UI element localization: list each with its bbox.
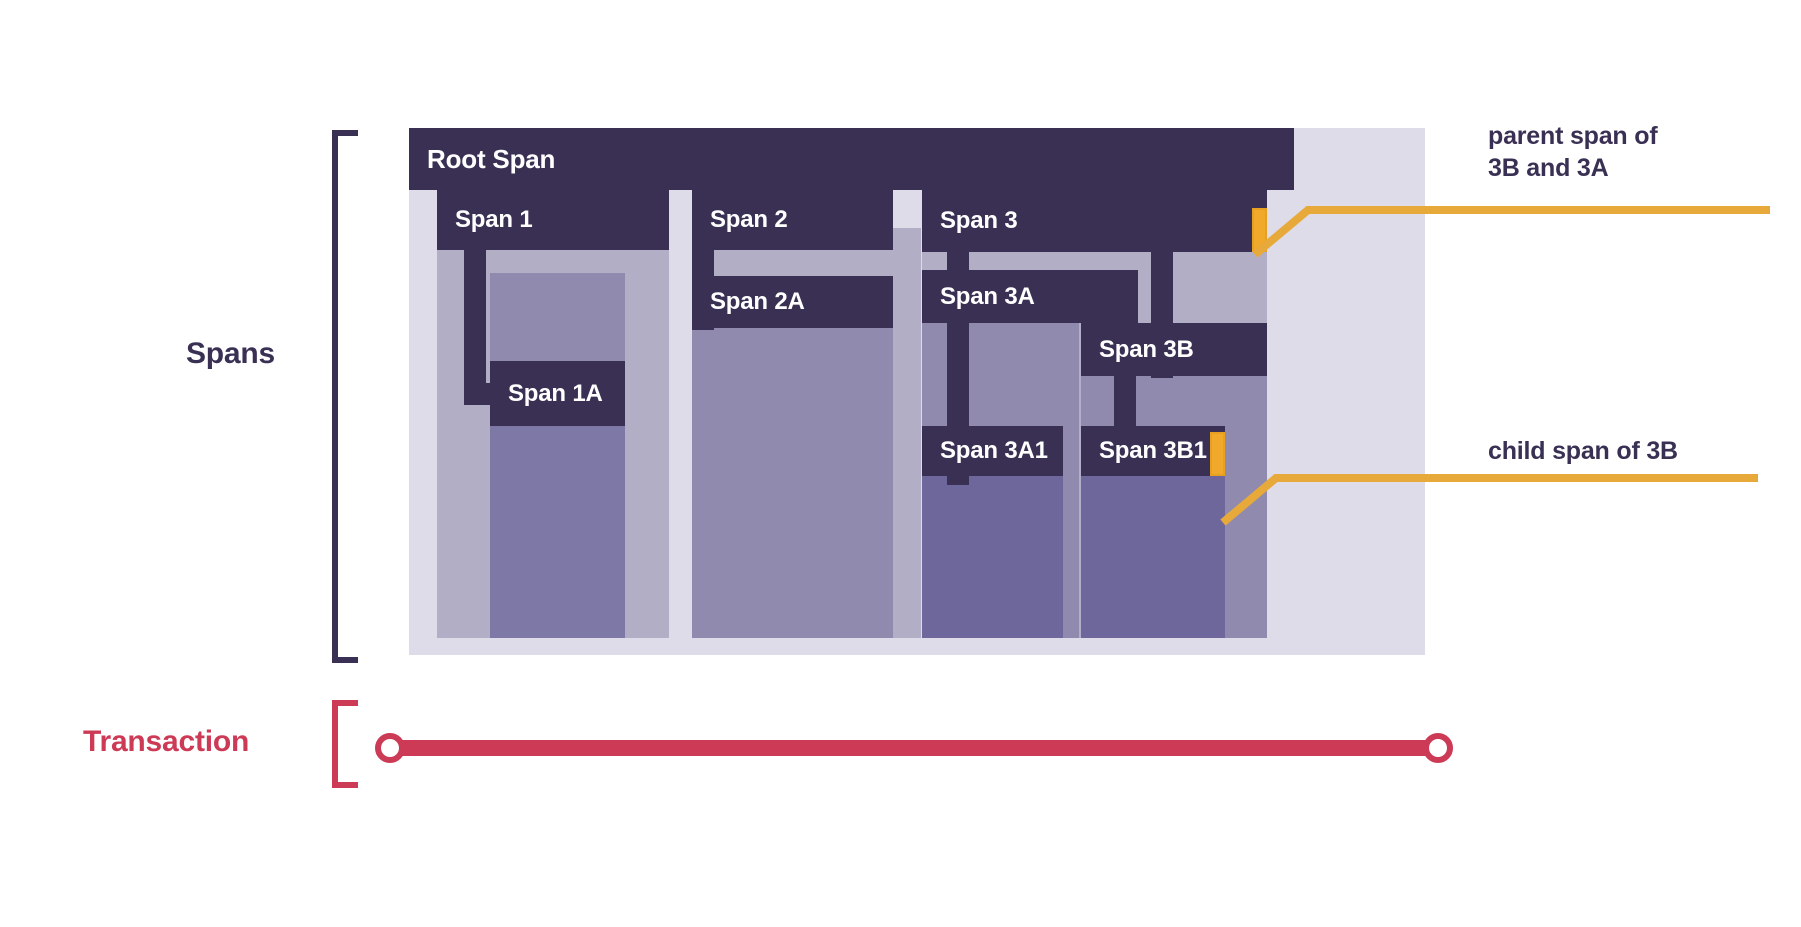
span-label-root: Root Span: [427, 144, 556, 174]
span-bar-span2a[interactable]: Span 2A: [692, 276, 893, 328]
transaction-bar: [390, 740, 1440, 756]
transaction-group-label: Transaction: [83, 725, 250, 758]
span-bar-span1a[interactable]: Span 1A: [490, 361, 625, 426]
span-label-span3a1: Span 3A1: [940, 437, 1048, 464]
leader-line-parent-span: [1252, 206, 1770, 258]
span-bar-span3a[interactable]: Span 3A: [922, 270, 1138, 323]
connector-span1-span1a-vertical: [464, 250, 486, 405]
span-2a-plate: [692, 328, 893, 638]
span-label-span1a: Span 1A: [508, 379, 603, 407]
annotation-child-span-of-3b: child span of 3B: [1488, 437, 1678, 465]
span-label-span3b1: Span 3B1: [1099, 437, 1207, 464]
spans-chart: Root Span Span 1 Span 1A Span 2 Span 2A …: [409, 128, 1425, 655]
span-bar-span1[interactable]: Span 1: [437, 190, 669, 250]
annotation-parent-span-of-3b-and-3a: parent span of 3B and 3A: [1488, 122, 1658, 182]
span-bar-span3b[interactable]: Span 3B: [1081, 323, 1267, 376]
span-label-span2a: Span 2A: [710, 288, 805, 315]
transaction-end-marker: [1423, 733, 1453, 763]
span-bar-root[interactable]: Root Span: [409, 128, 1294, 190]
span-label-span3b: Span 3B: [1099, 335, 1194, 363]
span-label-span3a: Span 3A: [940, 282, 1035, 310]
span-label-span2: Span 2: [710, 206, 788, 233]
span-1a-inner-plate: [490, 426, 625, 638]
span-label-span1: Span 1: [455, 206, 533, 233]
spans-bracket: [332, 130, 358, 663]
transaction-start-marker: [375, 733, 405, 763]
span-3b1-inner-plate: [1081, 476, 1225, 638]
span-label-span3: Span 3: [940, 207, 1018, 234]
transaction-bracket: [332, 700, 358, 788]
span-bar-span2[interactable]: Span 2: [692, 190, 893, 250]
highlight-marker-span3b1-end: [1210, 432, 1225, 476]
spans-group-label: Spans: [186, 337, 276, 370]
span-bar-span3b1[interactable]: Span 3B1: [1081, 426, 1225, 476]
span-bar-span3a1[interactable]: Span 3A1: [922, 426, 1063, 476]
leader-line-child-span: [1220, 474, 1758, 526]
span-3a1-inner-plate: [922, 476, 1063, 638]
span-bar-span3[interactable]: Span 3: [922, 190, 1267, 252]
